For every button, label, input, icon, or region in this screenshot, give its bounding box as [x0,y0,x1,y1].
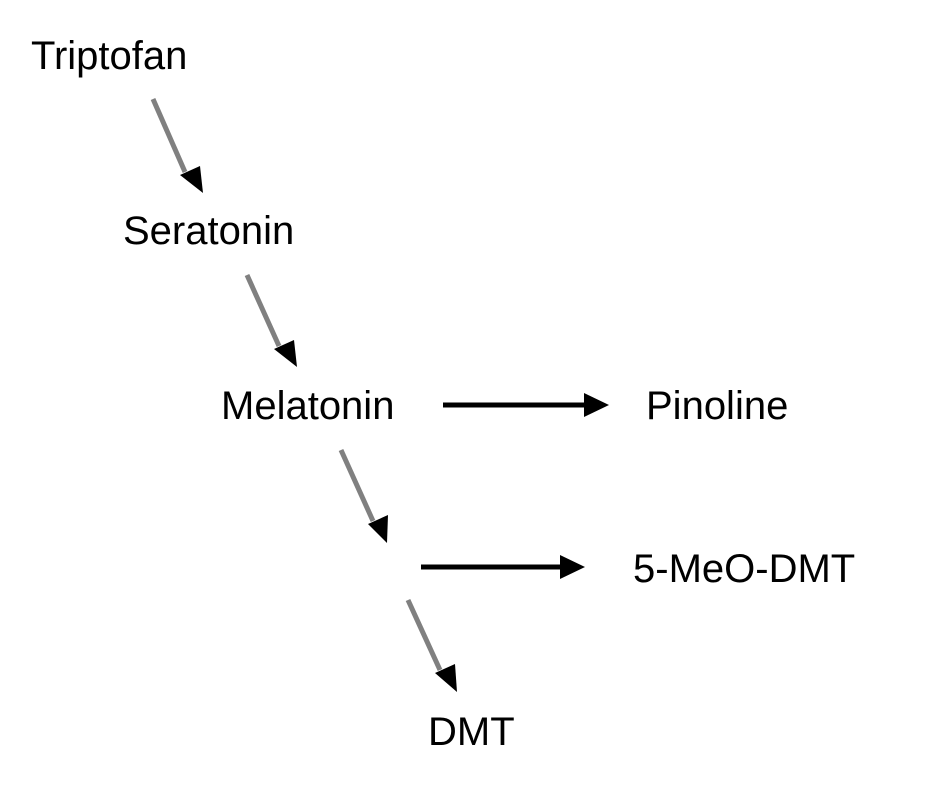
arrow-triptofan-to-seratonin [150,97,203,193]
node-pinoline: Pinoline [646,384,789,428]
node-5-meo-dmt: 5-MeO-DMT [633,547,856,591]
node-seratonin: Seratonin [123,209,295,253]
arrow-branch-to-5-meo-dmt [421,555,585,579]
arrow-melatonin-to-branch [338,448,388,543]
arrow-seratonin-to-melatonin [244,273,297,367]
arrow-branch-to-dmt [405,598,457,692]
node-melatonin: Melatonin [221,384,395,428]
node-dmt: DMT [428,710,515,754]
node-triptofan: Triptofan [31,34,188,78]
arrow-melatonin-to-pinoline [443,393,609,417]
